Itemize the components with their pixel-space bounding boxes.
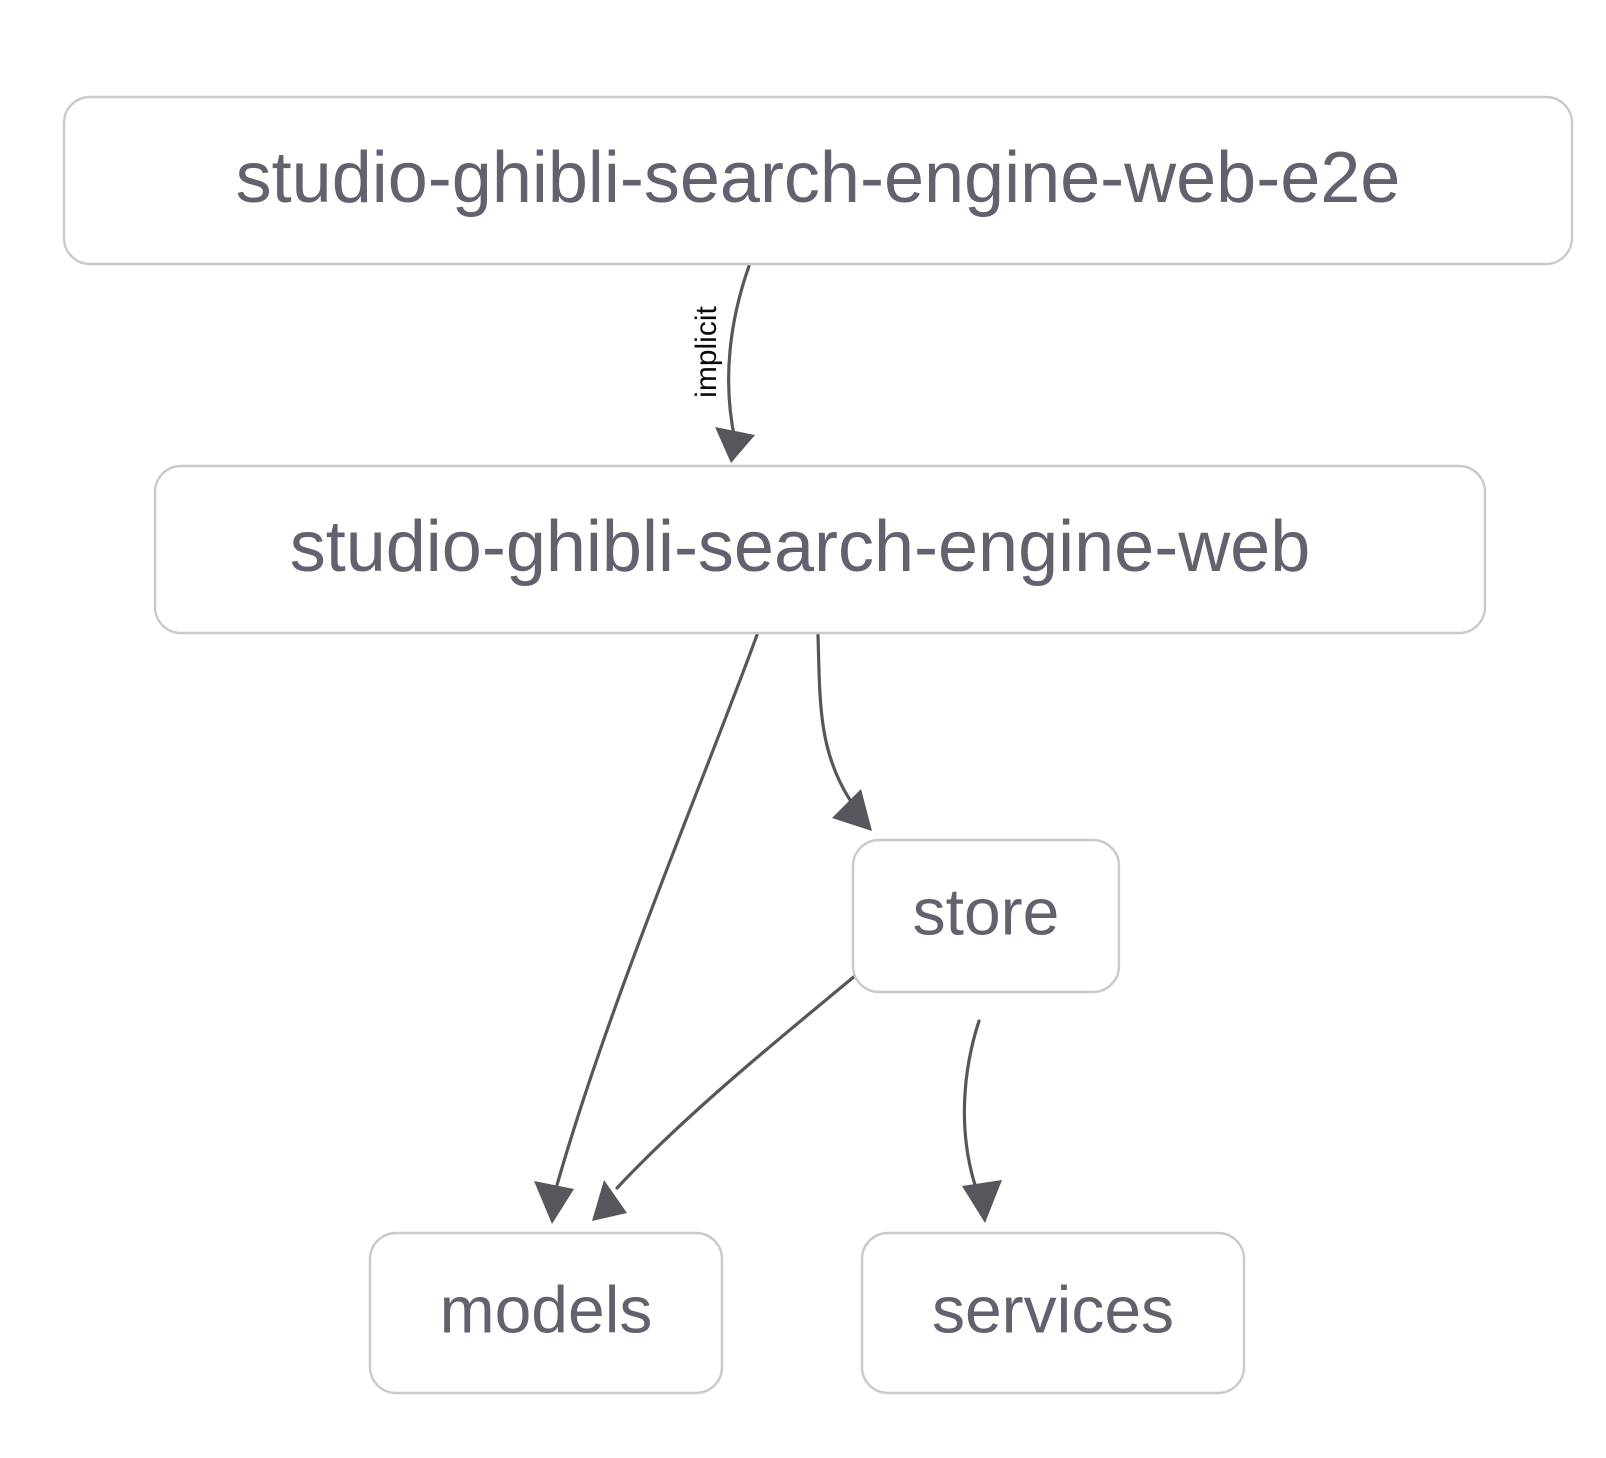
node-studio-ghibli-search-engine-web[interactable]: studio-ghibli-search-engine-web xyxy=(153,464,1487,635)
node-label-services: services xyxy=(932,1272,1174,1346)
edge-arrowhead-store-to-models xyxy=(592,1180,627,1221)
node-box-store xyxy=(851,838,1121,994)
node-store[interactable]: store xyxy=(851,838,1121,994)
edge-arrowhead-e2e-to-web xyxy=(715,427,755,463)
node-models[interactable]: models xyxy=(368,1231,724,1395)
edge-path-store-to-services xyxy=(962,1019,981,1187)
node-services[interactable]: services xyxy=(860,1231,1246,1395)
node-label-web: studio-ghibli-search-engine-web xyxy=(290,507,1311,587)
edge-store-to-services[interactable] xyxy=(962,1019,1002,1223)
node-label-e2e: studio-ghibli-search-engine-web-e2e xyxy=(236,138,1401,218)
edge-label-implicit: implicit xyxy=(690,306,723,398)
edge-layer: implicit xyxy=(534,264,1002,1224)
edge-arrowhead-store-to-services xyxy=(962,1180,1002,1223)
node-label-models: models xyxy=(440,1272,653,1346)
edge-arrowhead-web-to-store xyxy=(832,789,872,831)
node-label-store: store xyxy=(913,874,1060,948)
node-box-web xyxy=(153,464,1487,635)
node-layer: studio-ghibli-search-engine-web-e2e stud… xyxy=(62,95,1574,1395)
edge-path-store-to-models xyxy=(615,973,858,1190)
node-studio-ghibli-search-engine-web-e2e[interactable]: studio-ghibli-search-engine-web-e2e xyxy=(62,95,1574,266)
edge-web-to-store[interactable] xyxy=(816,633,872,831)
edge-store-to-models[interactable] xyxy=(592,973,858,1221)
edge-e2e-to-web[interactable]: implicit xyxy=(690,264,755,463)
edge-path-web-to-models xyxy=(555,633,759,1187)
edge-web-to-models[interactable] xyxy=(534,633,759,1224)
edge-path-e2e-to-web xyxy=(727,264,751,442)
node-box-models xyxy=(368,1231,724,1395)
edge-path-web-to-store xyxy=(816,633,852,802)
node-box-services xyxy=(860,1231,1246,1395)
node-box-e2e xyxy=(62,95,1574,266)
edge-arrowhead-web-to-models xyxy=(534,1181,574,1224)
